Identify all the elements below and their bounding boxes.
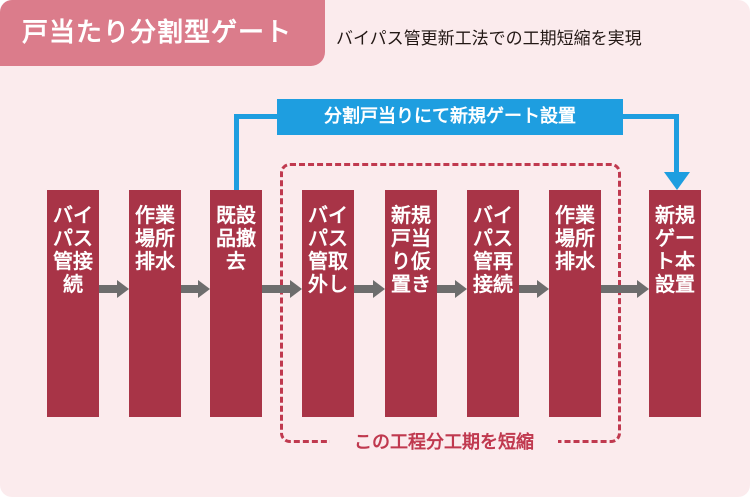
step-label: バイパス管接続 [53, 203, 93, 296]
bypass-label: 分割戸当りにて新規ゲート設置 [277, 99, 623, 135]
step-label: バイパス管取外し [308, 203, 348, 296]
bypass-arrowhead [664, 172, 690, 190]
flow-arrowhead [637, 280, 649, 298]
flow-arrowhead [455, 280, 467, 298]
flow-arrowhead [537, 280, 549, 298]
bypass-line-up [234, 115, 239, 191]
step-label: 新規ゲート本設置 [655, 203, 695, 296]
bypass-line-left [234, 114, 279, 119]
bypass-line-right [621, 114, 679, 119]
flow-arrow-shaft [354, 285, 373, 293]
step-label: 作業場所排水 [555, 203, 595, 273]
flow-arrowhead [290, 280, 302, 298]
step-box: バイパス管再接続 [467, 190, 519, 417]
title-tab: 戸当たり分割型ゲート [0, 0, 325, 66]
step-box: 新規戸当り仮置き [385, 190, 437, 417]
step-box: バイパス管取外し [302, 190, 354, 417]
flow-arrowhead [198, 280, 210, 298]
diagram-subtitle: バイパス管更新工法での工期短縮を実現 [336, 29, 642, 49]
flow-arrow-shaft [519, 285, 537, 293]
step-label: 新規戸当り仮置き [391, 203, 431, 296]
step-box: 新規ゲート本設置 [649, 190, 701, 417]
bypass-line-down [674, 114, 679, 178]
flow-arrowhead [117, 280, 129, 298]
diagram-title: 戸当たり分割型ゲート [22, 18, 293, 48]
step-box: バイパス管接続 [47, 190, 99, 417]
step-label: バイパス管再接続 [473, 203, 513, 296]
shortened-label: この工程分工期を短縮 [330, 430, 558, 456]
step-label: 既設品撤去 [216, 203, 256, 273]
step-label: 作業場所排水 [135, 203, 175, 273]
flow-arrow-shaft [181, 285, 198, 293]
step-box: 既設品撤去 [210, 190, 262, 417]
flow-arrow-shaft [437, 285, 455, 293]
step-box: 作業場所排水 [549, 190, 601, 417]
step-box: 作業場所排水 [129, 190, 181, 417]
flow-arrow-shaft [99, 285, 117, 293]
flow-arrow-shaft [262, 285, 290, 293]
flow-arrowhead [373, 280, 385, 298]
flow-arrow-shaft [601, 285, 637, 293]
